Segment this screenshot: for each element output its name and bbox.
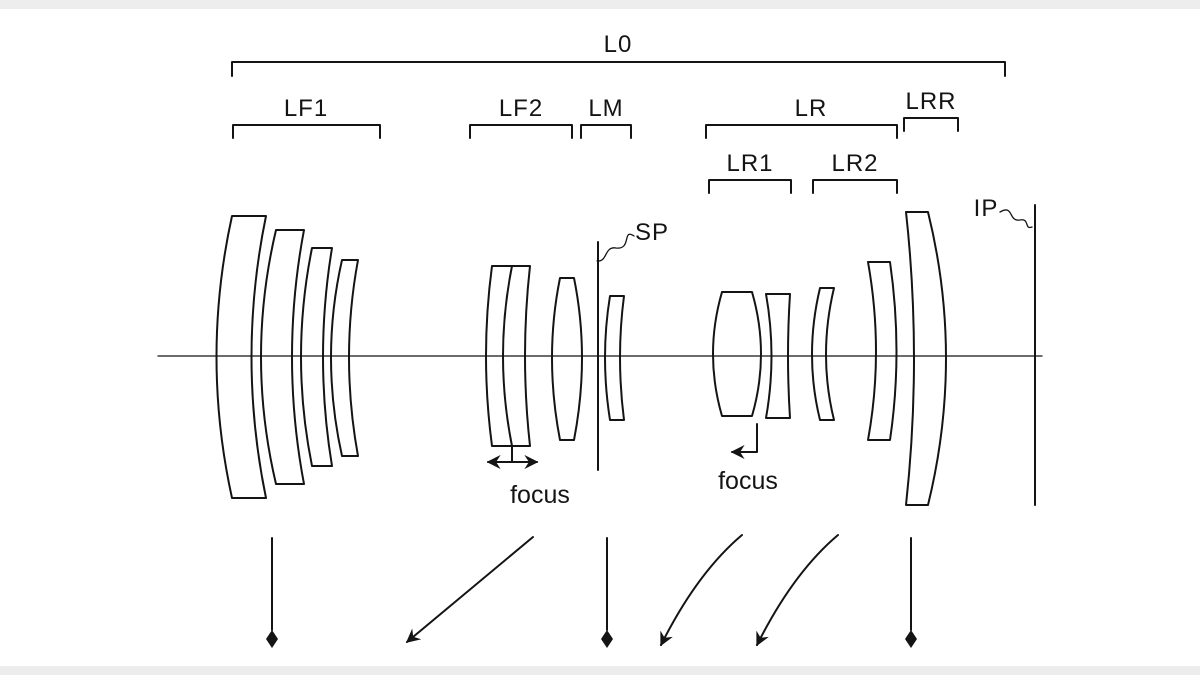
lens-lf1-element-2 [260,229,305,485]
label-lf2: LF2 [499,95,543,122]
bracket-lm [580,124,632,139]
label-lr1: LR1 [726,150,773,177]
label-focus-front: focus [510,481,570,509]
bracket-lr2 [812,179,898,194]
letterbox-top [0,0,1200,9]
zoom-locus-lrr-diamond [905,630,917,648]
label-lf1: LF1 [284,95,328,122]
label-focus-rear: focus [718,467,778,495]
bracket-lf1 [232,124,381,139]
bracket-lf2 [469,124,573,139]
lens-lrr-element [905,211,947,506]
label-ip: IP [974,195,999,222]
bracket-lrr [903,117,959,132]
bracket-lr [705,124,898,139]
bracket-lr1 [708,179,792,194]
letterbox-bottom [0,666,1200,675]
bracket-l0 [231,61,1006,77]
label-lm: LM [588,95,623,122]
label-l0: L0 [604,31,633,58]
zoom-locus-lf2-arrow [405,536,534,643]
zoom-locus-lr1-arrow [660,534,743,647]
sp-leader-squiggle [596,233,635,262]
zoom-locus-lr2-arrow [756,534,839,647]
ip-leader-squiggle [999,209,1033,229]
zoom-locus-lm-diamond [601,630,613,648]
label-lr2: LR2 [831,150,878,177]
lens-lf2-cement-surface [502,265,513,447]
lens-lr1-element-1 [712,291,762,417]
lens-lf1-element-1 [215,215,267,499]
label-sp: SP [635,219,669,246]
label-lr: LR [795,95,828,122]
zoom-locus-lf1-diamond [266,630,278,648]
lens-lr2-element-2 [867,261,898,441]
lens-lf1-element-4 [330,259,359,457]
lens-lf2-doublet [485,265,531,447]
label-lrr: LRR [905,88,956,115]
lens-lf2-element-2 [551,277,583,441]
focus-rear-arrow [730,423,758,459]
lens-lr1-element-2 [765,293,791,419]
lens-lf1-element-3 [300,247,333,467]
lens-lm-element [604,295,625,421]
lens-lr2-element-1 [811,287,835,421]
